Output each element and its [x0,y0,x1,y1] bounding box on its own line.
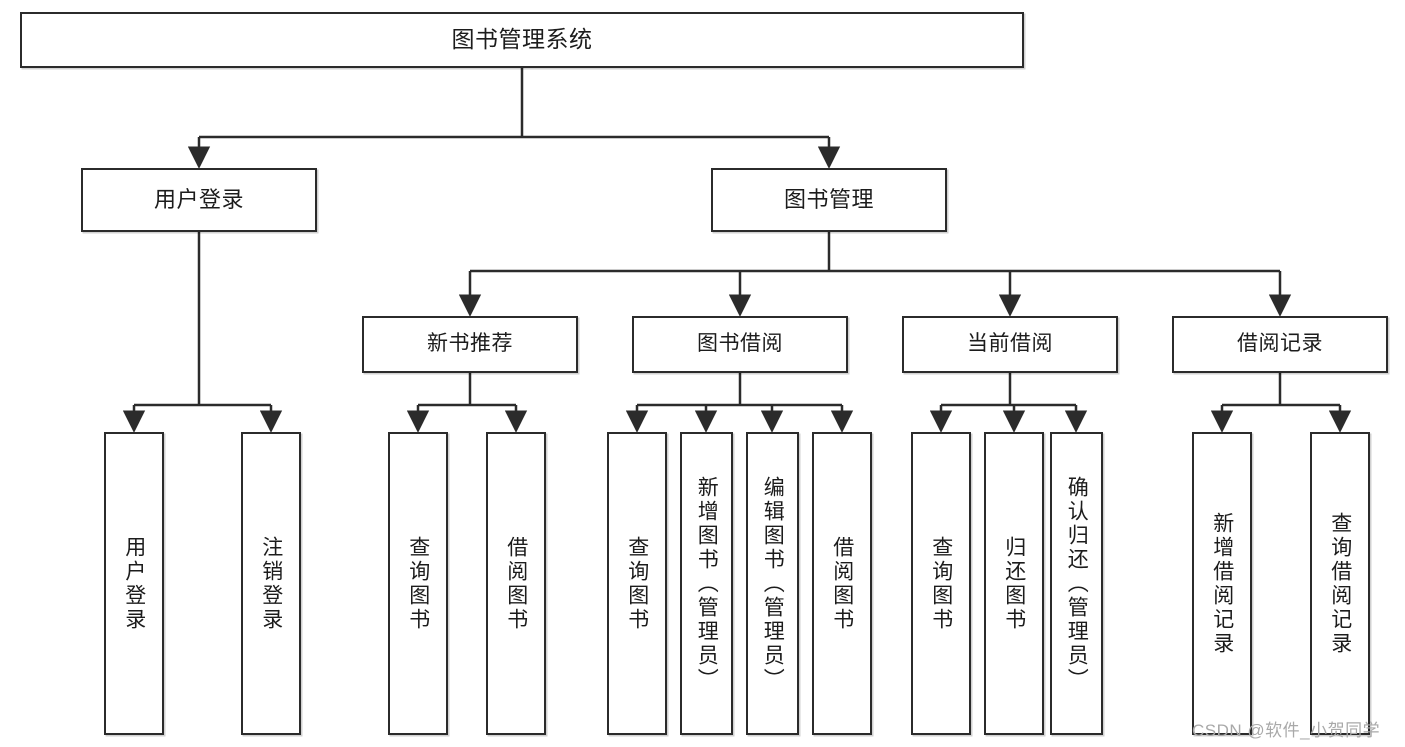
leaf-user-login-label: 用户登录 [122,535,146,632]
leaf-logout[interactable]: 注销登录 [241,432,301,735]
leaf-query-book-current[interactable]: 查询图书 [911,432,971,735]
leaf-edit-book-admin-label: 编辑图书（管理员） [761,475,785,692]
leaf-query-book-recommend[interactable]: 查询图书 [388,432,448,735]
node-new-book-recommend-label: 新书推荐 [427,332,513,356]
leaf-logout-label: 注销登录 [259,535,283,632]
leaf-borrow-book-recommend-label: 借阅图书 [504,535,528,632]
node-user-login[interactable]: 用户登录 [81,168,317,232]
node-book-management[interactable]: 图书管理 [711,168,947,232]
leaf-borrow-book-recommend[interactable]: 借阅图书 [486,432,546,735]
leaf-add-borrow-record[interactable]: 新增借阅记录 [1192,432,1252,735]
leaf-confirm-return-admin[interactable]: 确认归还（管理员） [1050,432,1103,735]
node-book-management-label: 图书管理 [783,187,874,213]
leaf-query-book-borrow-label: 查询图书 [625,535,649,632]
leaf-query-book-current-label: 查询图书 [929,535,953,632]
node-borrow-record[interactable]: 借阅记录 [1172,316,1388,373]
leaf-query-borrow-record[interactable]: 查询借阅记录 [1310,432,1370,735]
node-current-borrow-label: 当前借阅 [967,332,1053,356]
leaf-confirm-return-admin-label: 确认归还（管理员） [1065,475,1089,692]
leaf-query-book-borrow[interactable]: 查询图书 [607,432,667,735]
leaf-add-book-admin[interactable]: 新增图书（管理员） [680,432,733,735]
node-new-book-recommend[interactable]: 新书推荐 [362,316,578,373]
leaf-borrow-book-label: 借阅图书 [830,535,854,632]
leaf-query-book-recommend-label: 查询图书 [406,535,430,632]
leaf-edit-book-admin[interactable]: 编辑图书（管理员） [746,432,799,735]
node-root[interactable]: 图书管理系统 [20,12,1024,68]
node-borrow-record-label: 借阅记录 [1237,332,1323,356]
leaf-borrow-book[interactable]: 借阅图书 [812,432,872,735]
node-book-borrow[interactable]: 图书借阅 [632,316,848,373]
leaf-return-book-label: 归还图书 [1002,535,1026,632]
watermark-csdn: CSDN @软件_小贺同学 [1192,721,1381,740]
leaf-user-login[interactable]: 用户登录 [104,432,164,735]
node-root-label: 图书管理系统 [451,26,593,53]
node-user-login-label: 用户登录 [153,187,244,213]
leaf-add-book-admin-label: 新增图书（管理员） [695,475,719,692]
leaf-add-borrow-record-label: 新增借阅记录 [1210,511,1234,656]
leaf-return-book[interactable]: 归还图书 [984,432,1044,735]
leaf-query-borrow-record-label: 查询借阅记录 [1328,511,1352,656]
node-book-borrow-label: 图书借阅 [697,332,783,356]
node-current-borrow[interactable]: 当前借阅 [902,316,1118,373]
